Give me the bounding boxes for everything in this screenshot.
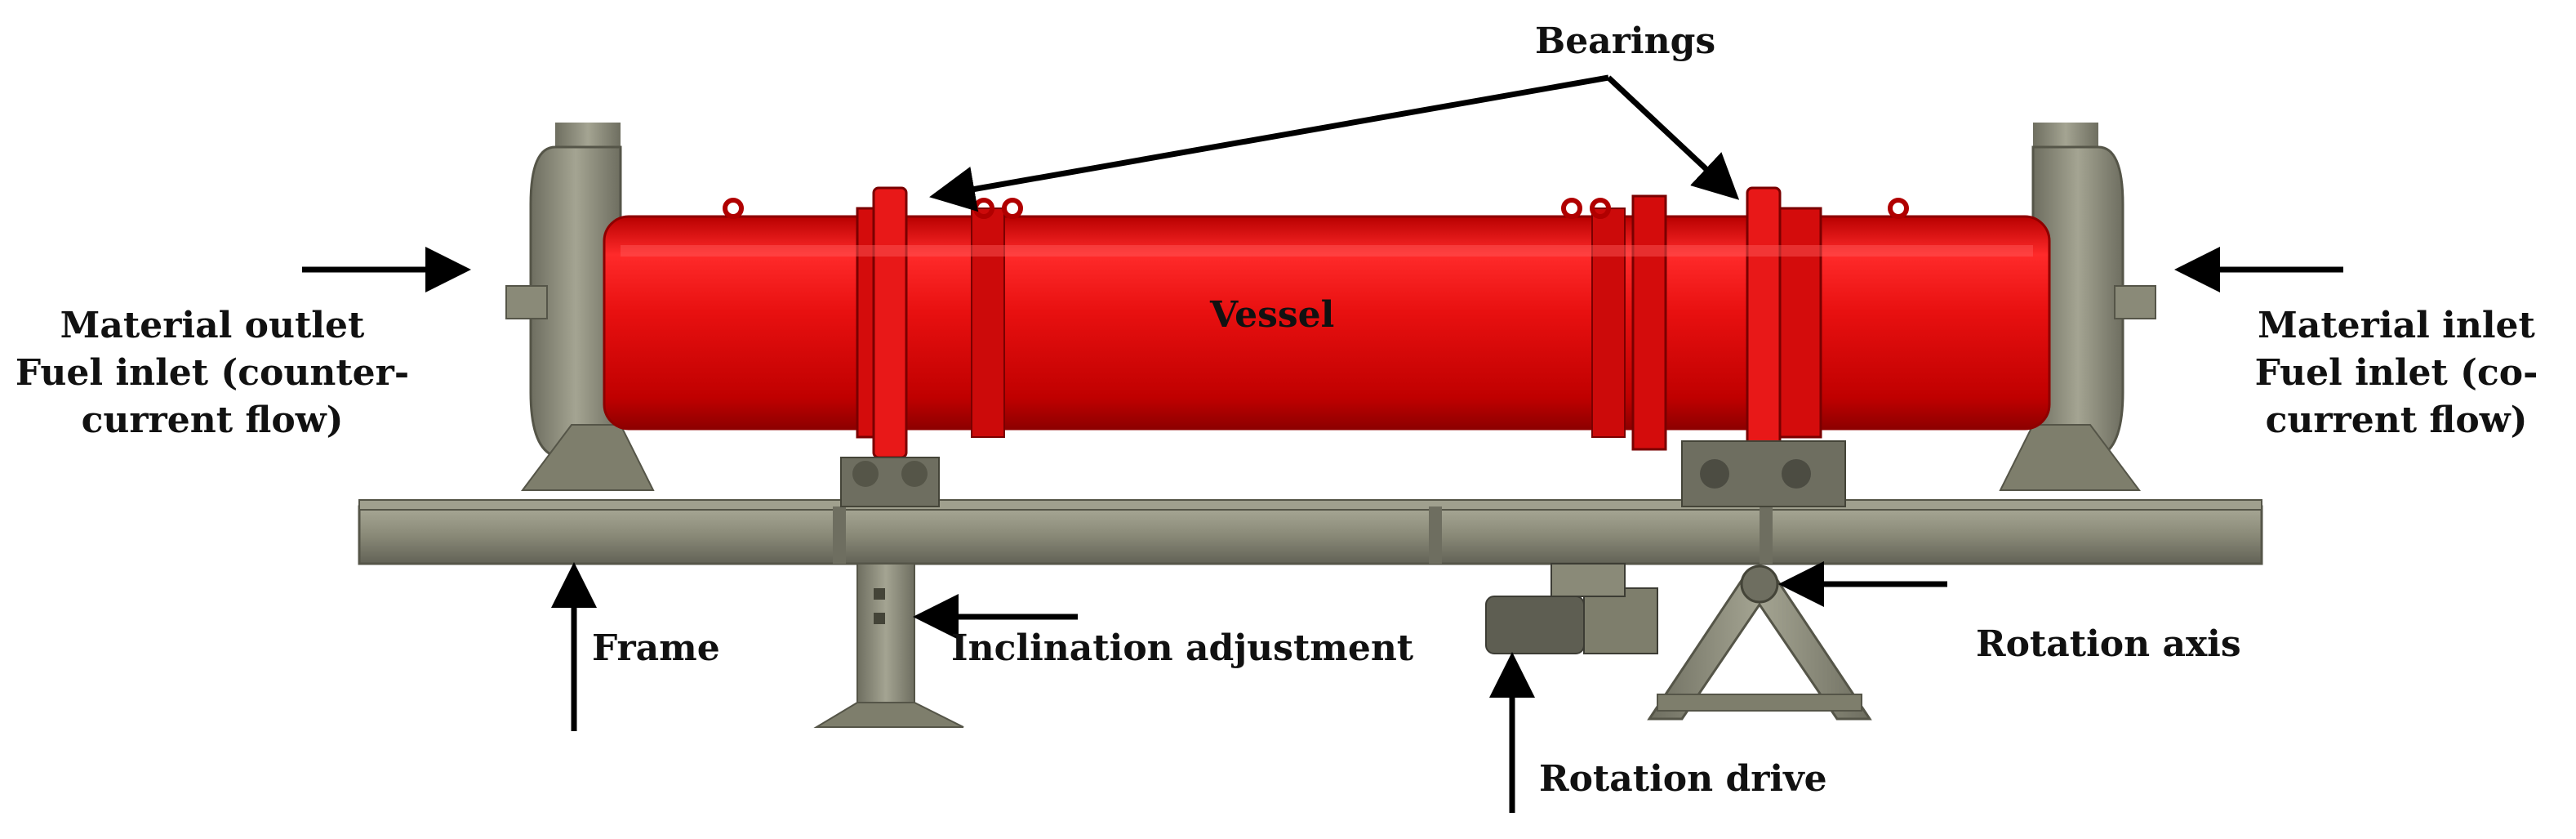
label-material-inlet: Material inlet Fuel inlet (co- current f… bbox=[2233, 302, 2560, 444]
vessel-drum bbox=[603, 186, 2051, 459]
right-roller-support bbox=[1681, 440, 1846, 507]
material-inlet-line-2: Fuel inlet (co- bbox=[2254, 352, 2538, 394]
right-end-housing bbox=[1999, 123, 2156, 491]
rotation-axis-stand bbox=[1647, 565, 1872, 721]
label-frame: Frame bbox=[592, 627, 720, 669]
material-inlet-line-3: current flow) bbox=[2265, 399, 2528, 441]
inclination-leg bbox=[813, 563, 964, 728]
material-outlet-line-1: Material outlet bbox=[60, 305, 365, 346]
label-vessel: Vessel bbox=[1210, 294, 1335, 336]
bearings-arrow-left bbox=[929, 74, 1609, 212]
bearings-arrow-right bbox=[1606, 75, 1740, 200]
label-bearings: Bearings bbox=[1535, 20, 1716, 62]
material-outlet-line-2: Fuel inlet (counter- bbox=[15, 352, 410, 394]
label-rotation-axis: Rotation axis bbox=[1976, 623, 2241, 665]
label-inclination-adjustment: Inclination adjustment bbox=[951, 627, 1414, 669]
label-rotation-drive: Rotation drive bbox=[1539, 758, 1827, 800]
material-outlet-line-3: current flow) bbox=[81, 399, 344, 441]
rotation-drive-motor bbox=[1485, 563, 1658, 654]
frame-beam bbox=[358, 499, 2263, 565]
left-roller-support bbox=[840, 457, 940, 507]
label-material-outlet: Material outlet Fuel inlet (counter- cur… bbox=[12, 302, 412, 444]
material-inlet-line-1: Material inlet bbox=[2258, 305, 2535, 346]
annotation-arrows bbox=[302, 74, 2343, 813]
left-end-housing bbox=[505, 123, 655, 491]
